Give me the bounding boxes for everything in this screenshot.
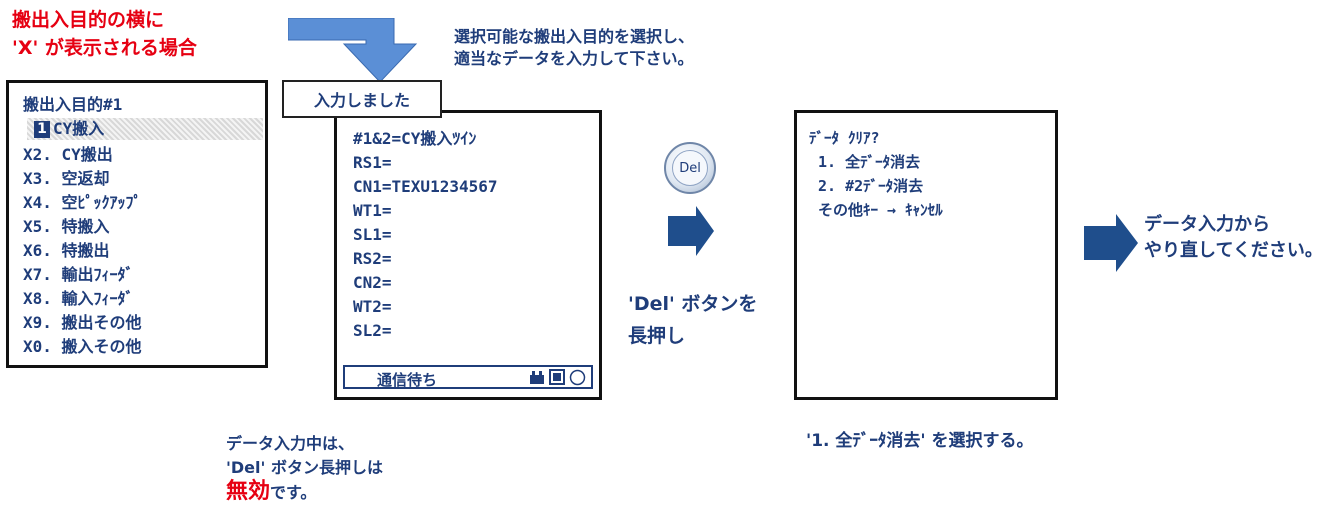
del-button[interactable]: Del — [664, 142, 716, 194]
square-icon — [549, 369, 565, 385]
circle-icon — [569, 369, 586, 386]
purpose-header: 搬出入目的#1 — [23, 95, 123, 114]
del-button-label: Del — [679, 160, 701, 176]
purpose-item: CY搬入 — [53, 119, 105, 138]
data-entry-note-line3: 無効です。 — [226, 480, 383, 505]
purpose-item[interactable]: X0. 搬入その他 — [23, 337, 142, 356]
right-arrow-icon — [668, 206, 714, 256]
condition-heading-line2: 'X' が表示される場合 — [12, 37, 197, 59]
data-line: #1&2=CY搬入ﾂｲﾝ — [353, 129, 477, 148]
data-line[interactable]: SL1= — [353, 225, 392, 244]
purpose-item[interactable]: X7. 輸出ﾌｨｰﾀﾞ — [23, 265, 134, 284]
purpose-item[interactable]: X4. 空ﾋﾟｯｸｱｯﾌﾟ — [23, 193, 142, 212]
purpose-item[interactable]: X5. 特搬入 — [23, 217, 110, 236]
status-text: 通信待ち — [377, 371, 438, 389]
purpose-item[interactable]: X6. 特搬出 — [23, 241, 110, 260]
condition-heading-line1: 搬出入目的の横に — [12, 9, 165, 31]
purpose-selected-row[interactable]: 1 CY搬入 — [27, 118, 263, 140]
invalid-word: 無効 — [226, 479, 271, 504]
final-note-line2: やり直してください。 — [1144, 240, 1323, 261]
data-line[interactable]: WT1= — [353, 201, 392, 220]
purpose-item[interactable]: X2. CY搬出 — [23, 145, 113, 164]
instruction-note: 選択可能な搬出入目的を選択し、 適当なデータを入力して下さい。 — [454, 26, 694, 70]
data-entry-note: データ入力中は、 'Del' ボタン長押しは 無効です。 — [226, 432, 383, 505]
clear-line: ﾃﾞｰﾀ ｸﾘｱ? — [809, 129, 880, 147]
instruction-note-line2: 適当なデータを入力して下さい。 — [454, 49, 694, 68]
del-note: 'Del' ボタンを 長押し — [628, 288, 757, 352]
purpose-item[interactable]: X9. 搬出その他 — [23, 313, 142, 332]
data-line[interactable]: CN2= — [353, 273, 392, 292]
data-line[interactable]: SL2= — [353, 321, 392, 340]
down-arrow-icon — [288, 18, 418, 83]
select-note: '1. 全ﾃﾞｰﾀ消去' を選択する。 — [806, 431, 1034, 451]
invalid-suffix: です。 — [270, 483, 317, 502]
selected-number-badge: 1 — [34, 121, 50, 138]
data-entry-screen: #1&2=CY搬入ﾂｲﾝ RS1= CN1=TEXU1234567 WT1= S… — [334, 110, 602, 400]
condition-heading: 搬出入目的の横に 'X' が表示される場合 — [12, 6, 197, 62]
data-line[interactable]: CN1=TEXU1234567 — [353, 177, 498, 196]
data-line[interactable]: RS1= — [353, 153, 392, 172]
final-note-line1: データ入力から — [1144, 214, 1270, 235]
final-note: データ入力から やり直してください。 — [1144, 212, 1323, 264]
purpose-item[interactable]: X3. 空返却 — [23, 169, 110, 188]
del-note-line1: 'Del' ボタンを — [628, 293, 758, 315]
right-arrow-icon — [1084, 214, 1138, 272]
data-line[interactable]: RS2= — [353, 249, 392, 268]
purpose-item[interactable]: X8. 輸入ﾌｨｰﾀﾞ — [23, 289, 134, 308]
clear-screen: ﾃﾞｰﾀ ｸﾘｱ? 1. 全ﾃﾞｰﾀ消去 2. #2ﾃﾞｰﾀ消去 その他ｷｰ →… — [794, 110, 1058, 400]
clear-option[interactable]: その他ｷｰ → ｷｬﾝｾﾙ — [809, 201, 943, 219]
del-note-line2: 長押し — [628, 325, 686, 347]
status-bar: 通信待ち — [343, 365, 593, 389]
data-line[interactable]: WT2= — [353, 297, 392, 316]
battery-icon — [530, 371, 544, 384]
data-entry-note-line2: 'Del' ボタン長押しは — [226, 458, 383, 477]
input-done-label: 入力しました — [282, 80, 442, 118]
instruction-note-line1: 選択可能な搬出入目的を選択し、 — [454, 27, 695, 46]
del-button-icon: Del — [672, 150, 708, 186]
purpose-screen: 搬出入目的#1 1 CY搬入 X2. CY搬出 X3. 空返却 X4. 空ﾋﾟｯ… — [6, 80, 268, 368]
data-entry-note-line1: データ入力中は、 — [226, 434, 355, 453]
clear-option[interactable]: 2. #2ﾃﾞｰﾀ消去 — [809, 177, 924, 195]
clear-option[interactable]: 1. 全ﾃﾞｰﾀ消去 — [809, 153, 921, 171]
